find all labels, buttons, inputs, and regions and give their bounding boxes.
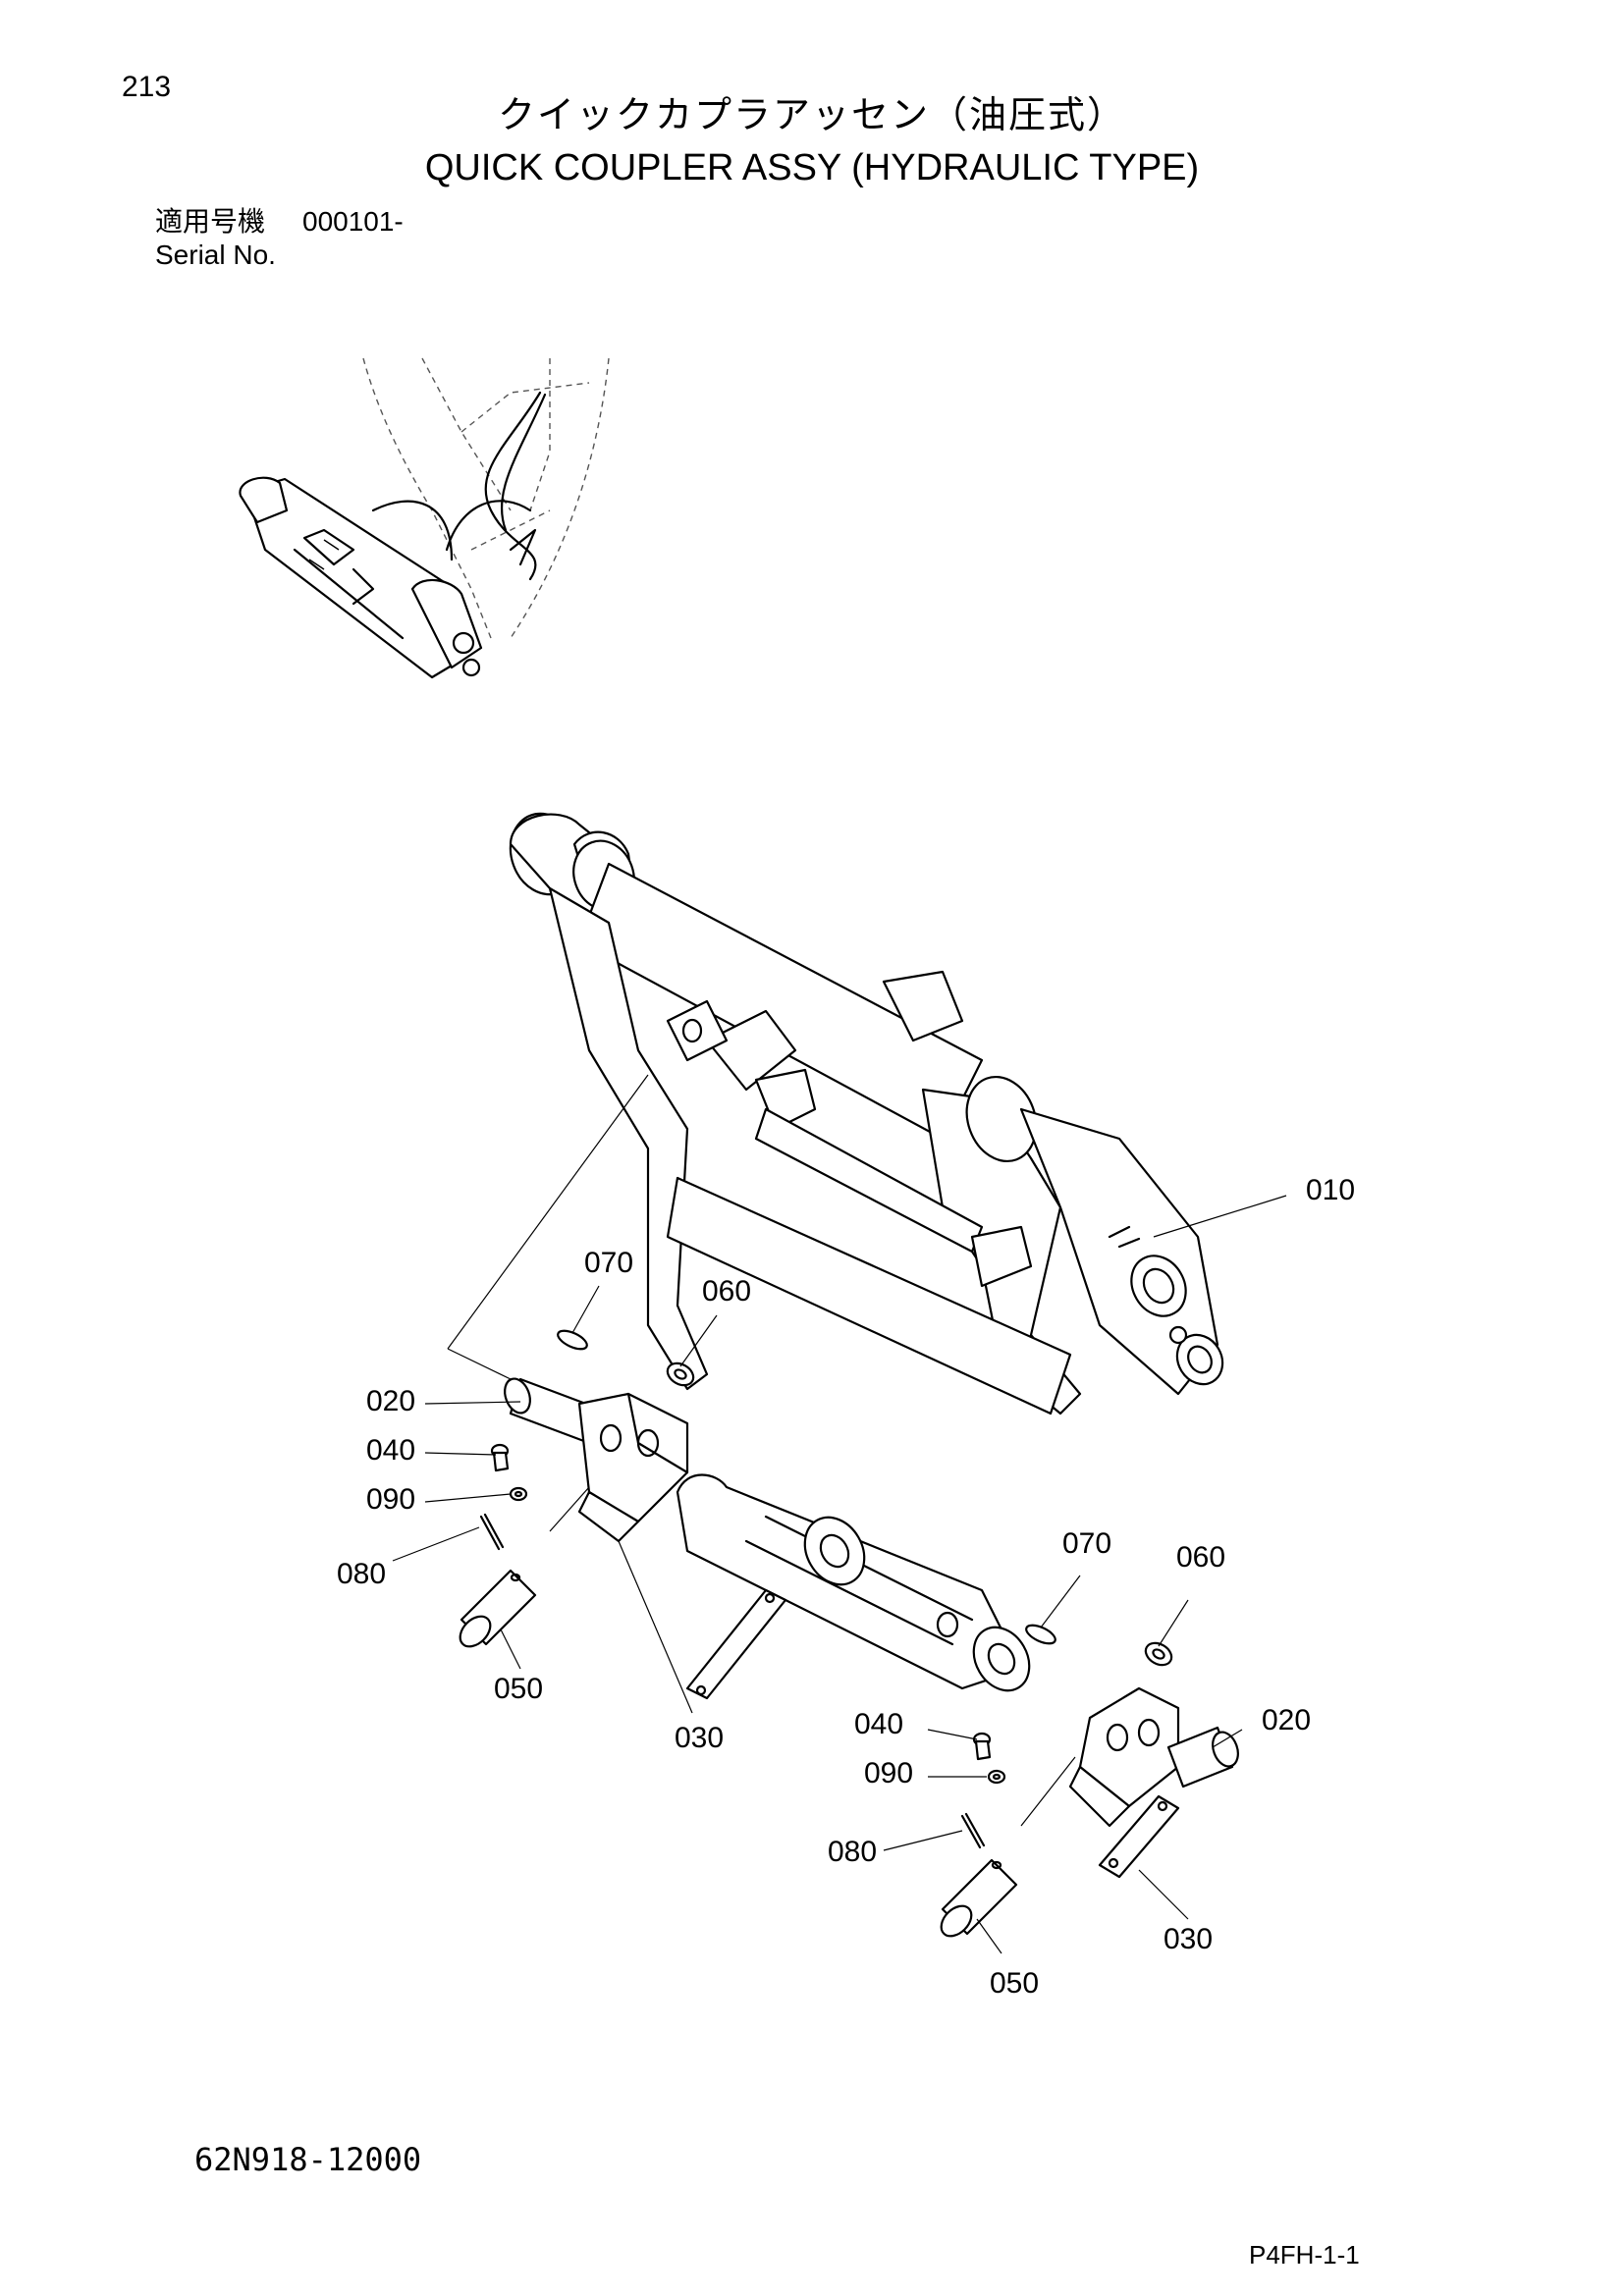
callout-060-right: 060 [1176, 1541, 1225, 1574]
page-number: 213 [122, 71, 172, 103]
callout-050-right: 050 [990, 1967, 1039, 2000]
callout-090-right: 090 [864, 1757, 913, 1789]
serial-number-value: 000101- [302, 206, 404, 237]
left-pin-bracket-group [459, 1329, 787, 1700]
hydraulic-cylinder [676, 1473, 1031, 1692]
assembly-part-number: 62N918-12000 [194, 2141, 422, 2178]
callout-060-left: 060 [702, 1275, 751, 1308]
leader-lines [392, 1074, 1287, 1954]
callout-070-right: 070 [1062, 1527, 1111, 1560]
callout-020-right: 020 [1262, 1704, 1311, 1736]
callout-040-right: 040 [854, 1708, 903, 1740]
callout-070-left: 070 [584, 1247, 633, 1279]
title-english: QUICK COUPLER ASSY (HYDRAULIC TYPE) [424, 147, 1200, 188]
page-code: P4FH-1-1 [1249, 2240, 1360, 2269]
callout-030-right: 030 [1164, 1923, 1213, 1955]
callout-010: 010 [1306, 1174, 1355, 1206]
serial-label-japanese: 適用号機 [155, 205, 266, 238]
callout-090-left: 090 [366, 1483, 415, 1516]
callout-080-right: 080 [828, 1836, 877, 1868]
title-japanese: クイックカプラアッセン（油圧式） [497, 93, 1126, 136]
right-pin-bracket-group [940, 1624, 1239, 1938]
callout-040-left: 040 [366, 1434, 415, 1467]
callout-020-left: 020 [366, 1385, 415, 1417]
callout-080-left: 080 [337, 1558, 386, 1590]
callout-030-left: 030 [675, 1722, 724, 1754]
serial-label-english: Serial No. [155, 240, 276, 270]
callout-labels: 010 070 060 020 040 090 080 050 030 070 … [337, 1174, 1355, 2000]
overview-sketch [239, 357, 610, 679]
coupler-frame [509, 812, 1224, 1415]
callout-050-left: 050 [494, 1673, 543, 1705]
